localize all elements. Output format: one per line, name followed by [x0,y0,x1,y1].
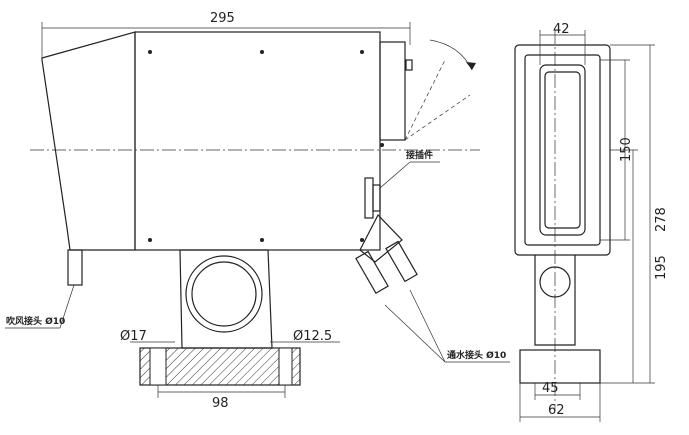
main-housing [134,31,381,251]
dim-45: 45 [542,381,559,396]
hole-large-label: Ø17 [120,329,147,344]
base-plate [139,347,301,386]
air-fitting-label: 吹风接头 Ø10 [6,315,65,327]
stand [179,249,273,349]
water-fitting-label: 通水接头 Ø10 [447,349,506,361]
front-shroud [41,31,136,251]
side-view: 295 接插件 通水接头 Ø10 [5,11,510,411]
stand-circle [185,255,263,333]
front-view: 42 150 278 195 45 62 [514,22,669,422]
water-fitting-1 [355,250,389,294]
front-stand [534,255,576,346]
air-fitting [67,249,83,286]
dim-295: 295 [210,11,235,26]
front-base [519,349,601,384]
rear-cover [379,41,406,141]
connector [364,177,374,219]
dim-98: 98 [212,396,229,411]
dim-42: 42 [553,22,570,37]
rotation-arrow [429,39,473,71]
hole-small-label: Ø12.5 [293,329,332,344]
dim-150: 150 [619,137,634,162]
connector-label: 接插件 [406,149,433,161]
dim-62: 62 [548,403,565,418]
window [539,64,586,236]
water-fitting-2 [385,240,418,283]
dim-278: 278 [654,207,669,232]
front-housing [514,44,611,256]
dim-195: 195 [654,255,669,280]
